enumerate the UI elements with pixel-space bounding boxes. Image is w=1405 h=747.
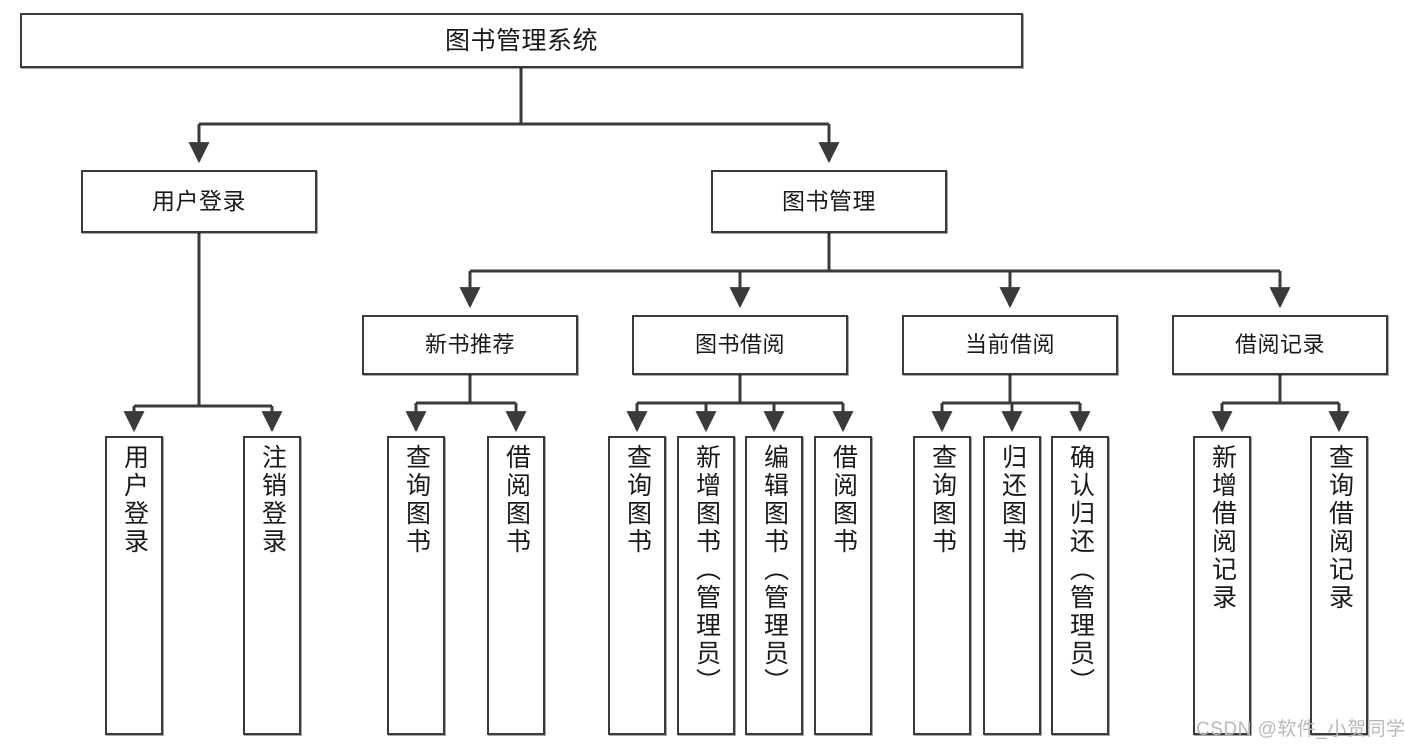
node-leaf-return-book[interactable]: 归还图书 bbox=[983, 436, 1041, 735]
node-current-borrow[interactable]: 当前借阅 bbox=[902, 315, 1118, 375]
node-root-label: 图书管理系统 bbox=[444, 26, 598, 55]
node-leaf-label: 查询图书 bbox=[928, 444, 957, 556]
node-current-borrow-label: 当前借阅 bbox=[964, 331, 1055, 357]
node-leaf-label: 查询借阅记录 bbox=[1325, 444, 1354, 612]
node-book-manage-label: 图书管理 bbox=[782, 187, 876, 214]
node-borrow-record[interactable]: 借阅记录 bbox=[1172, 315, 1388, 375]
node-leaf-label: 新增借阅记录 bbox=[1208, 444, 1237, 612]
node-leaf-add-record[interactable]: 新增借阅记录 bbox=[1193, 436, 1251, 735]
node-user-login-label: 用户登录 bbox=[152, 187, 246, 214]
node-user-login[interactable]: 用户登录 bbox=[81, 170, 317, 233]
node-leaf-add-book[interactable]: 新增图书（管理员） bbox=[677, 436, 735, 735]
node-leaf-query-record[interactable]: 查询借阅记录 bbox=[1310, 436, 1368, 735]
node-leaf-label: 查询图书 bbox=[402, 444, 431, 556]
node-book-borrow-label: 图书借阅 bbox=[694, 331, 785, 357]
node-root-system[interactable]: 图书管理系统 bbox=[20, 13, 1023, 68]
node-leaf-label: 借阅图书 bbox=[829, 444, 858, 556]
node-leaf-logout[interactable]: 注销登录 bbox=[243, 436, 301, 735]
node-leaf-borrow-book-2[interactable]: 借阅图书 bbox=[814, 436, 872, 735]
node-borrow-record-label: 借阅记录 bbox=[1234, 331, 1325, 357]
node-new-book-recommend[interactable]: 新书推荐 bbox=[362, 315, 578, 375]
node-leaf-query-book-1[interactable]: 查询图书 bbox=[387, 436, 445, 735]
node-book-borrow[interactable]: 图书借阅 bbox=[632, 315, 848, 375]
node-leaf-label: 归还图书 bbox=[998, 444, 1027, 556]
node-leaf-label: 确认归还（管理员） bbox=[1066, 444, 1095, 696]
node-leaf-label: 用户登录 bbox=[120, 444, 149, 556]
watermark: CSDN @软件_小贺同学 bbox=[1196, 719, 1405, 740]
node-leaf-label: 查询图书 bbox=[623, 444, 652, 556]
node-leaf-label: 编辑图书（管理员） bbox=[760, 444, 789, 696]
node-leaf-user-login[interactable]: 用户登录 bbox=[105, 436, 163, 735]
node-leaf-confirm-return[interactable]: 确认归还（管理员） bbox=[1051, 436, 1109, 735]
node-leaf-label: 注销登录 bbox=[258, 444, 287, 556]
node-leaf-label: 新增图书（管理员） bbox=[692, 444, 721, 696]
node-leaf-query-book-2[interactable]: 查询图书 bbox=[608, 436, 666, 735]
node-book-manage[interactable]: 图书管理 bbox=[711, 170, 947, 233]
node-leaf-borrow-book-1[interactable]: 借阅图书 bbox=[487, 436, 545, 735]
node-leaf-edit-book[interactable]: 编辑图书（管理员） bbox=[745, 436, 803, 735]
node-leaf-query-book-3[interactable]: 查询图书 bbox=[913, 436, 971, 735]
node-new-book-recommend-label: 新书推荐 bbox=[424, 331, 515, 357]
node-leaf-label: 借阅图书 bbox=[502, 444, 531, 556]
